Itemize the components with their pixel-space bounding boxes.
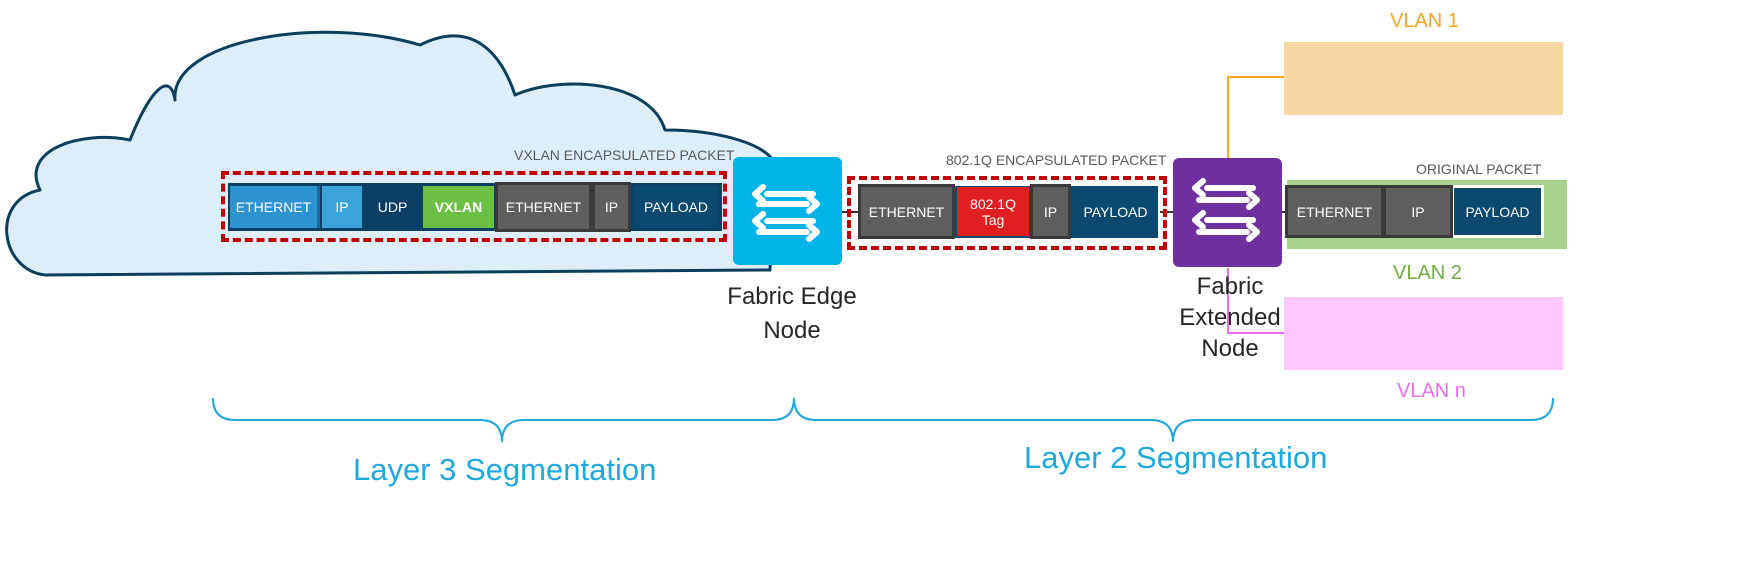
inner-ethernet-field: ETHERNET bbox=[495, 182, 592, 232]
dot1q-payload-field: PAYLOAD bbox=[1073, 187, 1158, 236]
vxlan-header-field: VXLAN bbox=[423, 186, 494, 228]
vlan2-label: VLAN 2 bbox=[1393, 262, 1462, 284]
outer-ip-field: IP bbox=[322, 186, 362, 228]
dot1q-ethernet-field: ETHERNET bbox=[858, 184, 955, 239]
dot1q-tag-line1: 802.1Q bbox=[970, 195, 1016, 212]
vlan1-area bbox=[1284, 42, 1563, 115]
fabric-edge-node-label: Fabric Edge Node bbox=[712, 280, 872, 348]
dot1q-packet-outline bbox=[847, 176, 1167, 250]
original-packet-title: ORIGINAL PACKET bbox=[1416, 161, 1542, 177]
extended-label-line1: Fabric bbox=[1196, 273, 1264, 300]
inner-ip-field: IP bbox=[592, 182, 631, 232]
dot1q-tag-field: 802.1Q Tag bbox=[957, 187, 1029, 236]
extended-label-line2: Extended bbox=[1179, 304, 1281, 331]
vlann-label: VLAN n bbox=[1397, 380, 1466, 402]
fabric-edge-node bbox=[733, 157, 842, 265]
edge-label-line1: Fabric Edge bbox=[727, 283, 857, 310]
vxlan-payload-field: PAYLOAD bbox=[633, 186, 719, 228]
original-ethernet-field: ETHERNET bbox=[1285, 185, 1384, 238]
switch-arrows-icon bbox=[1192, 178, 1260, 242]
original-ip-field: IP bbox=[1383, 185, 1453, 238]
layer2-segmentation-label: Layer 2 Segmentation bbox=[1024, 440, 1328, 475]
vxlan-packet-title: VXLAN ENCAPSULATED PACKET bbox=[514, 147, 735, 163]
extended-label-line3: Node bbox=[1201, 335, 1259, 362]
original-payload-field: PAYLOAD bbox=[1454, 188, 1541, 235]
vlan1-label: VLAN 1 bbox=[1390, 10, 1459, 32]
dot1q-packet-title: 802.1Q ENCAPSULATED PACKET bbox=[946, 152, 1167, 168]
layer3-segmentation-label: Layer 3 Segmentation bbox=[353, 452, 657, 487]
fabric-extended-node bbox=[1173, 158, 1282, 267]
dot1q-ip-field: IP bbox=[1030, 184, 1071, 239]
vxlan-packet-outline bbox=[221, 171, 727, 242]
edge-label-line2: Node bbox=[763, 317, 821, 344]
udp-field: UDP bbox=[364, 186, 421, 228]
switch-arrows-icon bbox=[752, 184, 820, 242]
vlann-area bbox=[1284, 297, 1563, 370]
dot1q-tag-line2: Tag bbox=[981, 211, 1005, 228]
outer-ethernet-field: ETHERNET bbox=[230, 186, 320, 228]
fabric-extended-node-label: Fabric Extended Node bbox=[1160, 271, 1300, 364]
